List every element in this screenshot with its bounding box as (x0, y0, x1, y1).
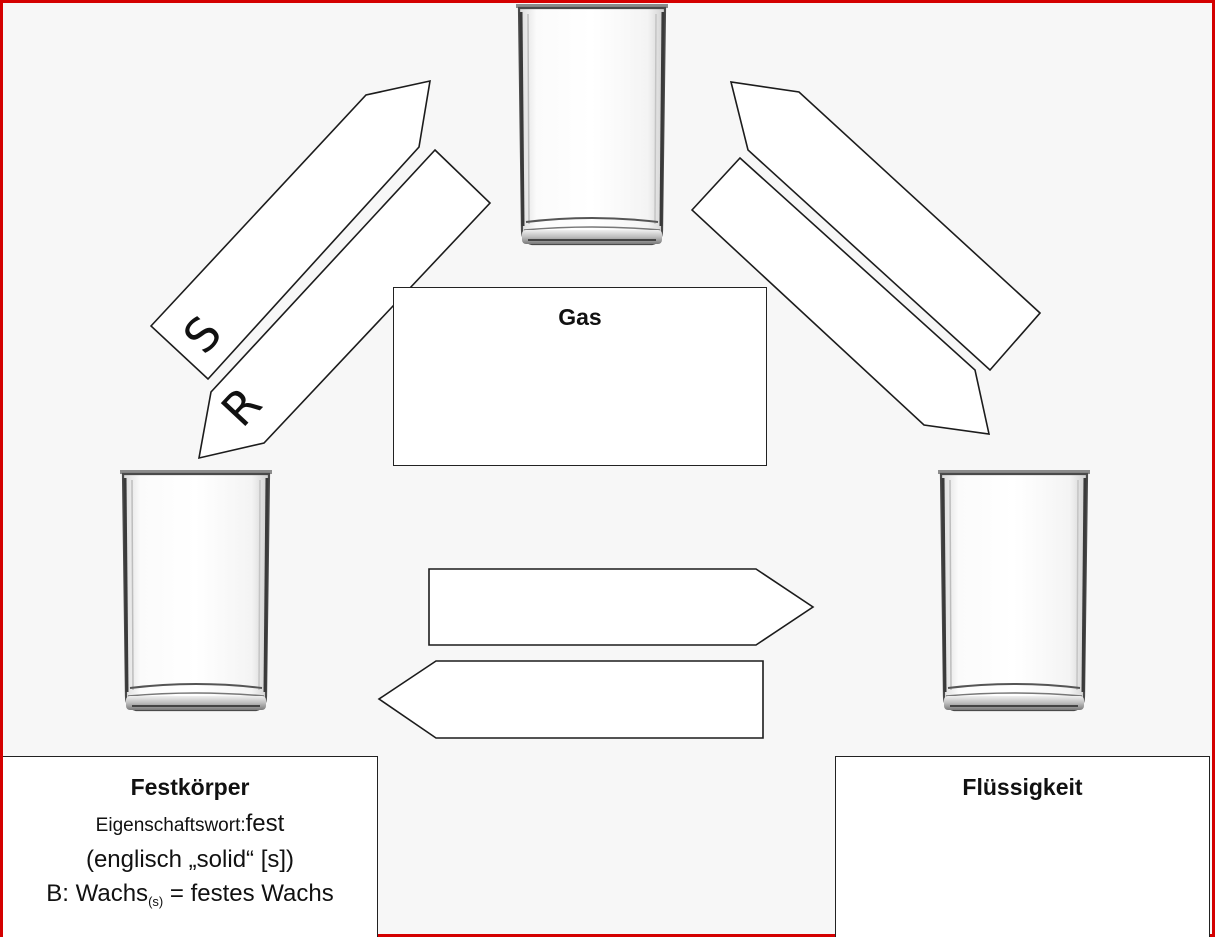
arrow-solid-to-liquid[interactable] (428, 568, 815, 646)
glass-icon-liquid (936, 468, 1092, 712)
arrow-liquid-to-gas[interactable] (729, 81, 1042, 372)
example-suffix: = festes Wachs (163, 880, 334, 907)
solid-example-line: B: Wachs(s) = festes Wachs (3, 877, 377, 919)
glass-icon-solid (118, 468, 274, 712)
solid-adjective-line: Eigenschaftswort:fest (3, 807, 377, 843)
gas-title: Gas (558, 304, 602, 330)
adjective-value: fest (245, 810, 285, 837)
glass-icon-gas (514, 2, 670, 246)
solid-box: Festkörper Eigenschaftswort:fest (englis… (3, 756, 378, 937)
arrow-liquid-to-solid[interactable] (377, 660, 764, 739)
liquid-title: Flüssigkeit (962, 774, 1083, 800)
arrow-gas-to-solid[interactable] (197, 148, 492, 460)
adjective-label: Eigenschaftswort: (95, 815, 246, 836)
example-prefix: B: Wachs (46, 880, 149, 907)
solid-english-line: (englisch „solid“ [s]) (85, 846, 295, 873)
solid-title: Festkörper (130, 774, 250, 800)
liquid-box: Flüssigkeit (835, 756, 1210, 937)
arrow-gas-to-liquid[interactable] (690, 156, 991, 435)
example-subscript: (s) (148, 894, 164, 909)
gas-box: Gas (393, 287, 767, 466)
arrow-solid-to-gas[interactable] (149, 79, 431, 381)
